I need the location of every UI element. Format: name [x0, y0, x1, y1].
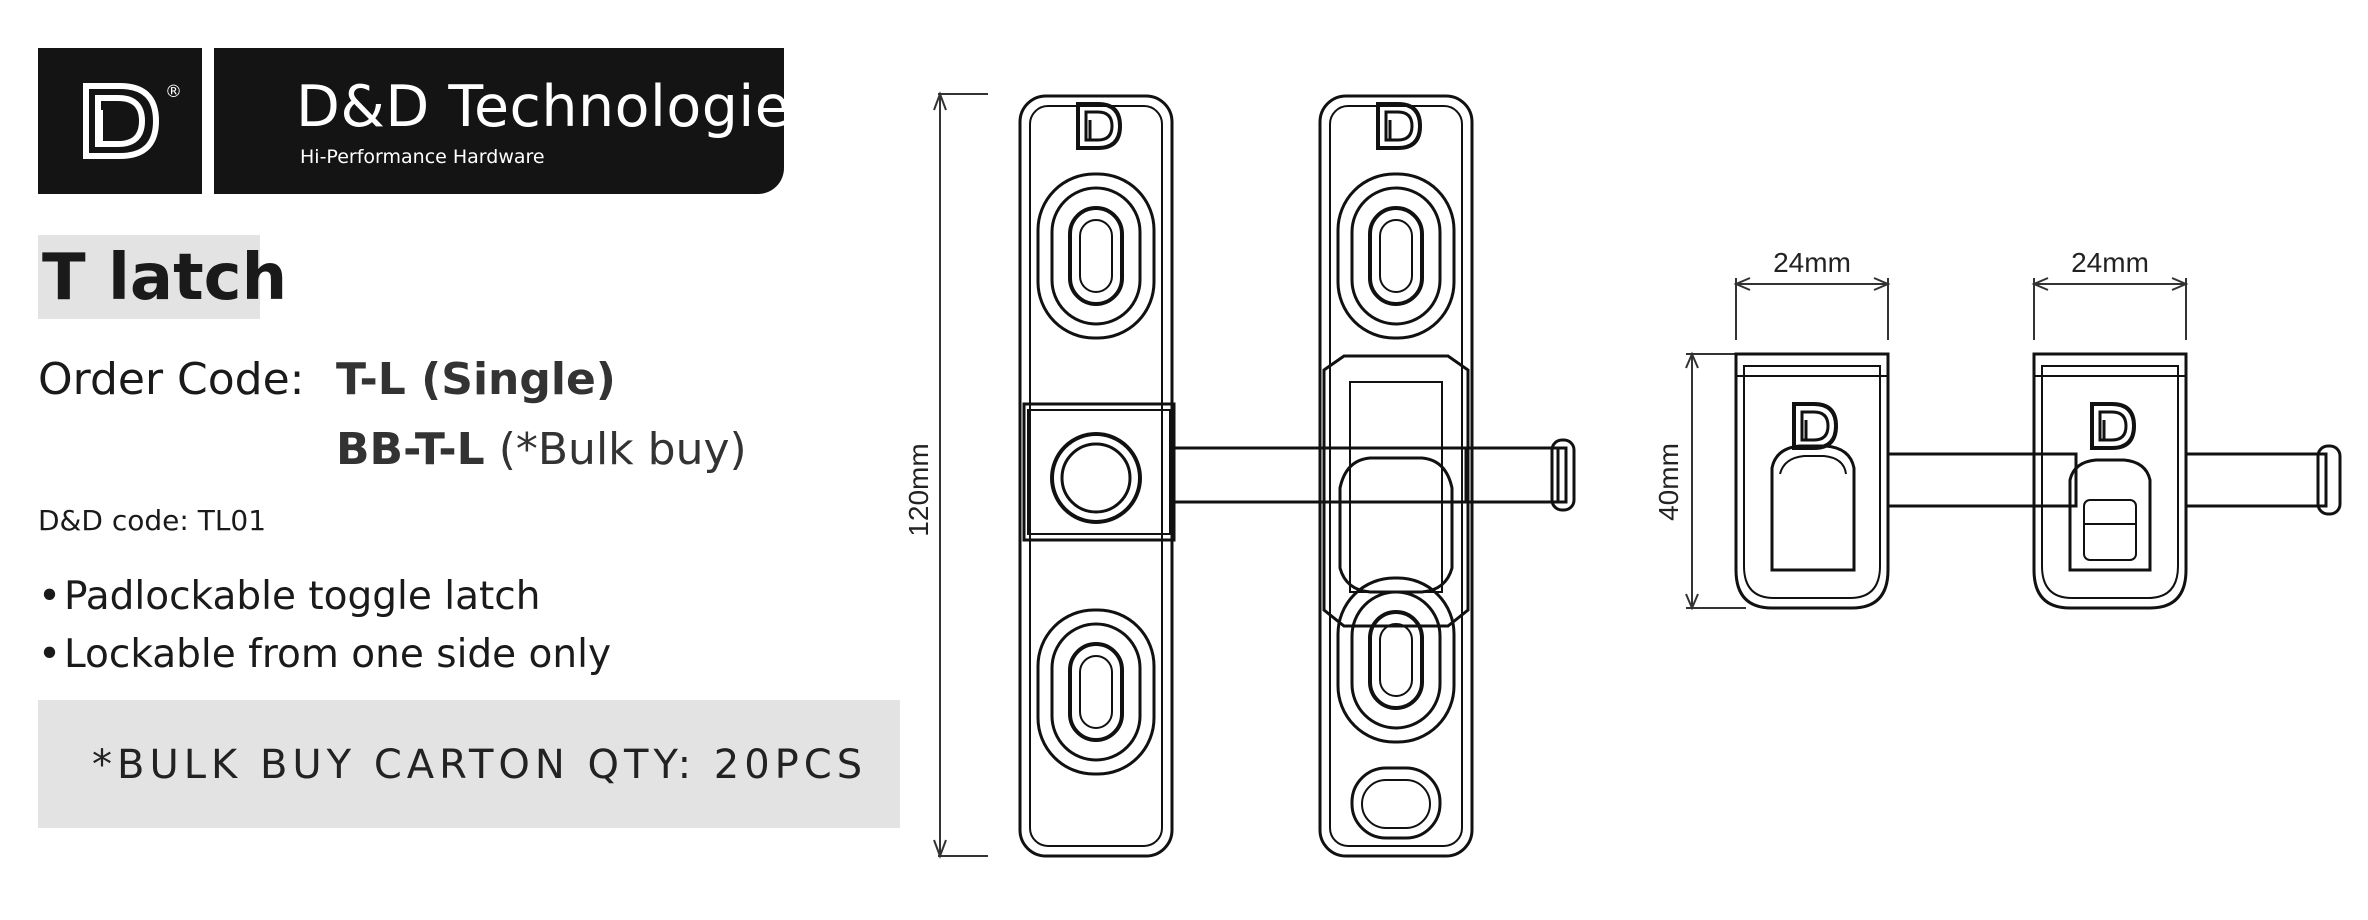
bulk-note-box: *BULK BUY CARTON QTY: 20PCS [38, 700, 900, 828]
brand-name: D&D Technologies [296, 74, 821, 140]
order-code-bulk-note: (*Bulk buy) [484, 424, 747, 475]
latch-side-view-a [1734, 352, 2078, 610]
slot-icon [1036, 172, 1156, 340]
list-item: •Lockable from one side only [38, 626, 611, 684]
width-label-a: 24mm [1773, 247, 1851, 278]
bullet-icon: • [38, 574, 62, 619]
bullet-icon: • [38, 632, 62, 677]
latch-toggle-view [1318, 94, 1576, 858]
height-label: 120mm [903, 443, 934, 536]
order-code-bulk-code: BB-T-L [336, 424, 485, 475]
slot-icon [1036, 608, 1156, 776]
technical-drawing: 120mm 40mm [903, 91, 2342, 859]
dd-code: D&D code: TL01 [38, 504, 267, 537]
feature-text: Padlockable toggle latch [64, 574, 541, 619]
registered-mark: ® [165, 82, 182, 102]
width-dimension-b [2031, 277, 2189, 340]
feature-list: •Padlockable toggle latch •Lockable from… [38, 568, 611, 684]
brand-tagline: Hi-Performance Hardware [300, 146, 545, 168]
width-dimension-a [1733, 277, 1891, 340]
slot-icon [1336, 576, 1456, 744]
list-item: •Padlockable toggle latch [38, 568, 611, 626]
order-code-bulk: BB-T-L (*Bulk buy) [336, 424, 747, 475]
height-dimension [933, 91, 988, 859]
dd-logo-icon [1076, 102, 1122, 150]
dd-logo-icon [1376, 102, 1422, 150]
dd-logo-icon [83, 83, 160, 159]
order-code-single: T-L (Single) [336, 354, 616, 405]
dd-logo-icon [2090, 402, 2136, 450]
brand-text-panel: D&D Technologies Hi-Performance Hardware [214, 48, 820, 194]
slot-icon [1336, 172, 1456, 340]
brand-banner: ® D&D Technologies Hi-Performance Hardwa… [38, 48, 820, 194]
depth-label: 40mm [1653, 443, 1684, 521]
bulk-note: *BULK BUY CARTON QTY: 20PCS [92, 742, 868, 788]
title-highlight: T latch [38, 235, 287, 319]
feature-text: Lockable from one side only [64, 632, 612, 677]
latch-side-view-b [2032, 352, 2342, 610]
brand-logo: ® [38, 48, 202, 194]
product-title: T latch [42, 241, 288, 315]
width-label-b: 24mm [2071, 247, 2149, 278]
order-code-label: Order Code: [38, 354, 305, 405]
dd-logo-icon [1792, 402, 1838, 450]
